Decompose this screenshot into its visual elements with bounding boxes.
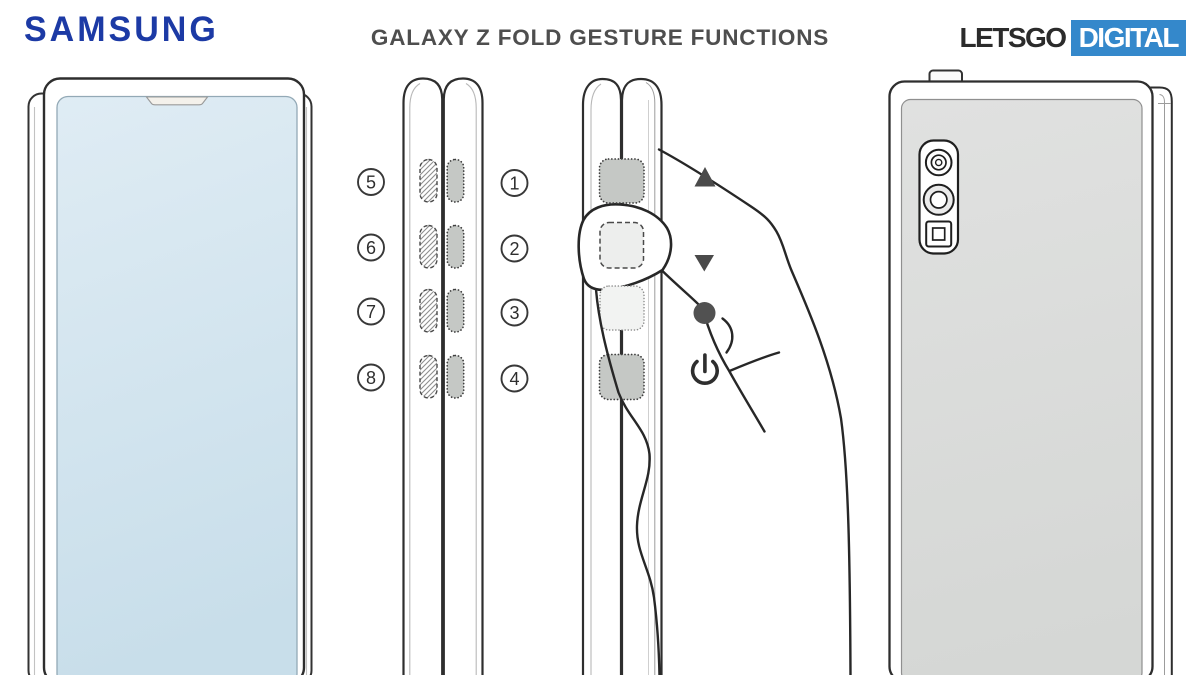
gesture-zone-1 [598,158,645,204]
arrow-up-icon [694,167,716,187]
hand-inner-crease [661,270,766,433]
circled-label-2: 2 [500,234,529,263]
touch-zone-gray-2 [446,224,465,269]
touch-zone-gray-4 [446,354,465,399]
touch-zone-gray-1 [446,158,465,203]
gesture-view [577,77,852,675]
circled-label-8: 8 [357,363,385,392]
svg-text:5: 5 [366,173,376,193]
svg-text:6: 6 [366,238,376,258]
hand-crease-power [728,351,781,373]
hand-crease-dot [721,317,734,354]
svg-text:3: 3 [509,303,519,323]
back-panel [900,98,1143,675]
gesture-zone-4 [598,353,645,401]
svg-text:1: 1 [509,174,519,194]
camera-lens-2 [922,183,955,216]
circled-label-4: 4 [500,364,529,393]
back-view-phone [888,69,1173,675]
edge-view-phone: 5 6 7 8 1 2 [357,77,529,675]
touch-zone-gray-3 [446,288,465,333]
power-icon [690,353,719,385]
digital-logo-box: DIGITAL [1070,20,1186,56]
front-screen [56,95,298,675]
edge-right-inner-line [465,83,477,675]
letsgodigital-logo: LETSGO DIGITAL [959,20,1186,56]
circled-label-7: 7 [357,297,385,326]
svg-text:8: 8 [366,368,376,388]
samsung-logo: SAMSUNG [24,10,219,50]
circled-label-1: 1 [500,169,529,197]
hand-outline [594,148,852,675]
touch-zone-hatched-7 [419,288,438,333]
circled-label-5: 5 [357,168,385,196]
touch-zone-hatched-6 [419,224,438,269]
arrow-down-icon [694,255,714,272]
back-second-layer [1149,86,1173,675]
letsgo-logo-text: LETSGO [959,22,1067,53]
gesture-zone-2-pressed [599,221,645,269]
touch-zone-hatched-5 [419,158,438,203]
front-view-phone [27,77,313,675]
gesture-left-inner-line [590,83,602,675]
hand-top-edge [657,148,852,675]
front-notch [145,96,209,106]
circled-label-6: 6 [357,233,385,262]
camera-lens-1 [924,148,953,177]
svg-text:4: 4 [509,369,519,389]
gesture-zone-3 [599,285,645,331]
gesture-right-inner-line [645,82,656,675]
svg-text:7: 7 [366,302,376,322]
edge-left-inner-line [409,83,421,675]
camera-sensor [925,220,953,248]
dot-icon [693,302,716,324]
hand-left-edge [594,288,661,675]
touch-zone-hatched-8 [419,354,438,399]
page-title: GALAXY Z FOLD GESTURE FUNCTIONS [370,25,830,50]
circled-label-3: 3 [500,298,529,327]
back-second-layer-inner [1159,94,1165,675]
svg-text:2: 2 [509,239,519,259]
